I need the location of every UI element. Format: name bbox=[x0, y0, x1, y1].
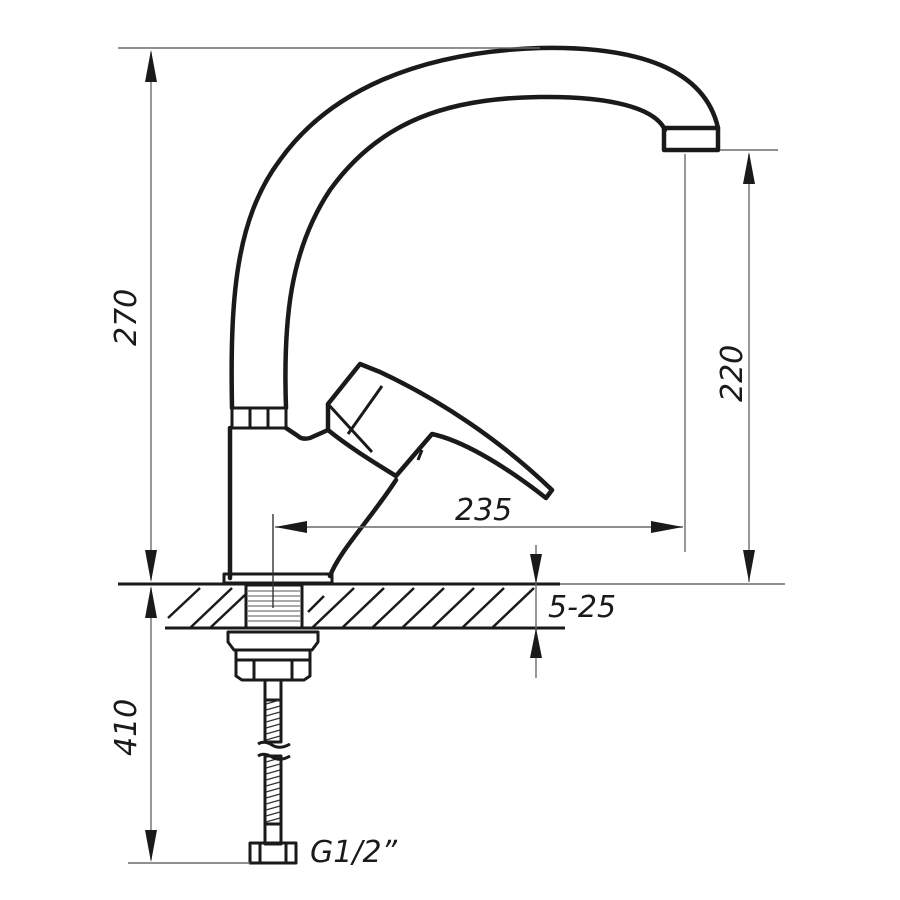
dimension-spout-height bbox=[684, 149, 778, 582]
swivel-ring bbox=[230, 406, 288, 430]
flexible-hose bbox=[248, 678, 298, 865]
lever-handle bbox=[325, 361, 555, 501]
base-ring bbox=[222, 572, 334, 585]
label-countertop-thickness: 5-25 bbox=[548, 590, 616, 625]
label-total-height: 270 bbox=[109, 289, 144, 346]
break-mark-bottom bbox=[257, 752, 291, 761]
dimension-hose-length bbox=[128, 586, 250, 864]
label-hose-length: 410 bbox=[109, 699, 144, 756]
hose-connector bbox=[248, 841, 298, 865]
countertop-hatching bbox=[167, 587, 535, 629]
fixing-nut bbox=[226, 630, 320, 682]
label-connection-thread: G1/2” bbox=[310, 835, 398, 870]
dimension-reach bbox=[272, 514, 683, 608]
dimension-countertop bbox=[530, 545, 785, 678]
dimension-total-height bbox=[118, 47, 540, 582]
aerator-outlet bbox=[661, 125, 721, 153]
mounting-thread bbox=[244, 583, 304, 630]
spout bbox=[229, 45, 721, 430]
label-spout-height: 220 bbox=[715, 345, 750, 402]
countertop bbox=[118, 582, 565, 630]
break-mark-top bbox=[257, 740, 291, 749]
label-reach: 235 bbox=[455, 493, 512, 528]
